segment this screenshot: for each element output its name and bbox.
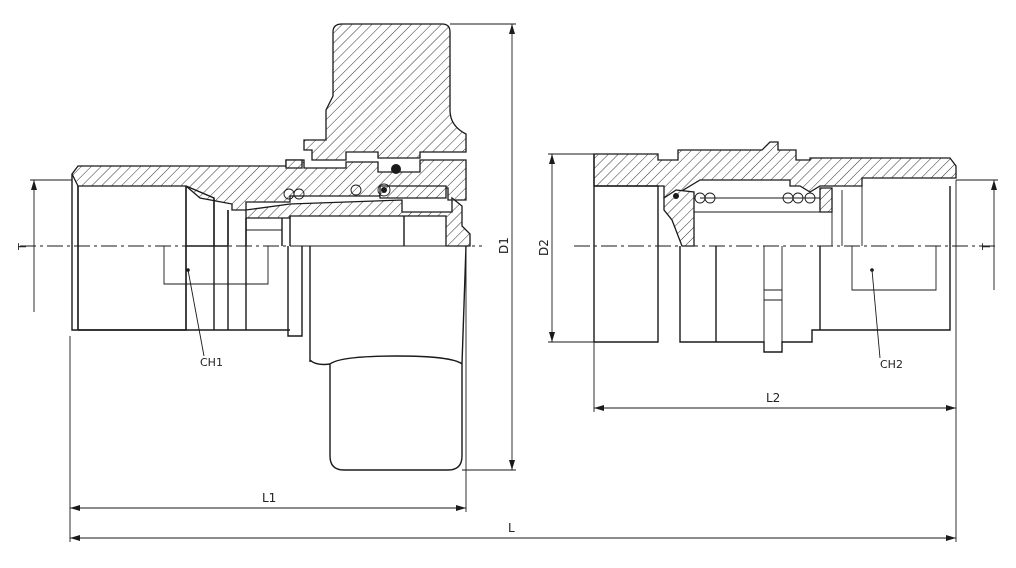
left-oring (391, 164, 401, 174)
right-ring-section (819, 187, 833, 213)
label-L: L (508, 521, 515, 535)
left-inner-sleeve-section (245, 196, 471, 247)
right-oring (673, 193, 679, 199)
right-upper-section (593, 141, 957, 199)
right-ball-2 (704, 192, 716, 204)
left-lower-body-outline (287, 245, 467, 471)
left-oring-2 (381, 187, 387, 193)
left-outer-sleeve-section (71, 159, 467, 211)
label-D1: D1 (497, 237, 511, 254)
left-ball-2 (293, 188, 305, 200)
label-T-left: T (16, 243, 29, 251)
right-ball-5 (804, 192, 816, 204)
left-ball-4 (377, 183, 391, 197)
label-CH2: CH2 (880, 358, 903, 371)
dimension-lines (30, 23, 998, 542)
right-ball-4 (792, 192, 804, 204)
label-D2: D2 (537, 239, 551, 256)
right-valve-section (663, 189, 695, 247)
label-CH1: CH1 (200, 356, 223, 369)
label-L2: L2 (766, 391, 780, 405)
label-T-right: T (980, 243, 993, 251)
left-lock-ring-section (285, 159, 303, 169)
left-ball-3 (350, 184, 362, 196)
left-handle-section (303, 23, 467, 161)
right-nipple-body (593, 141, 957, 353)
left-coupler-body (71, 23, 471, 471)
ch1-bracket (163, 246, 269, 285)
label-L1: L1 (262, 491, 276, 505)
